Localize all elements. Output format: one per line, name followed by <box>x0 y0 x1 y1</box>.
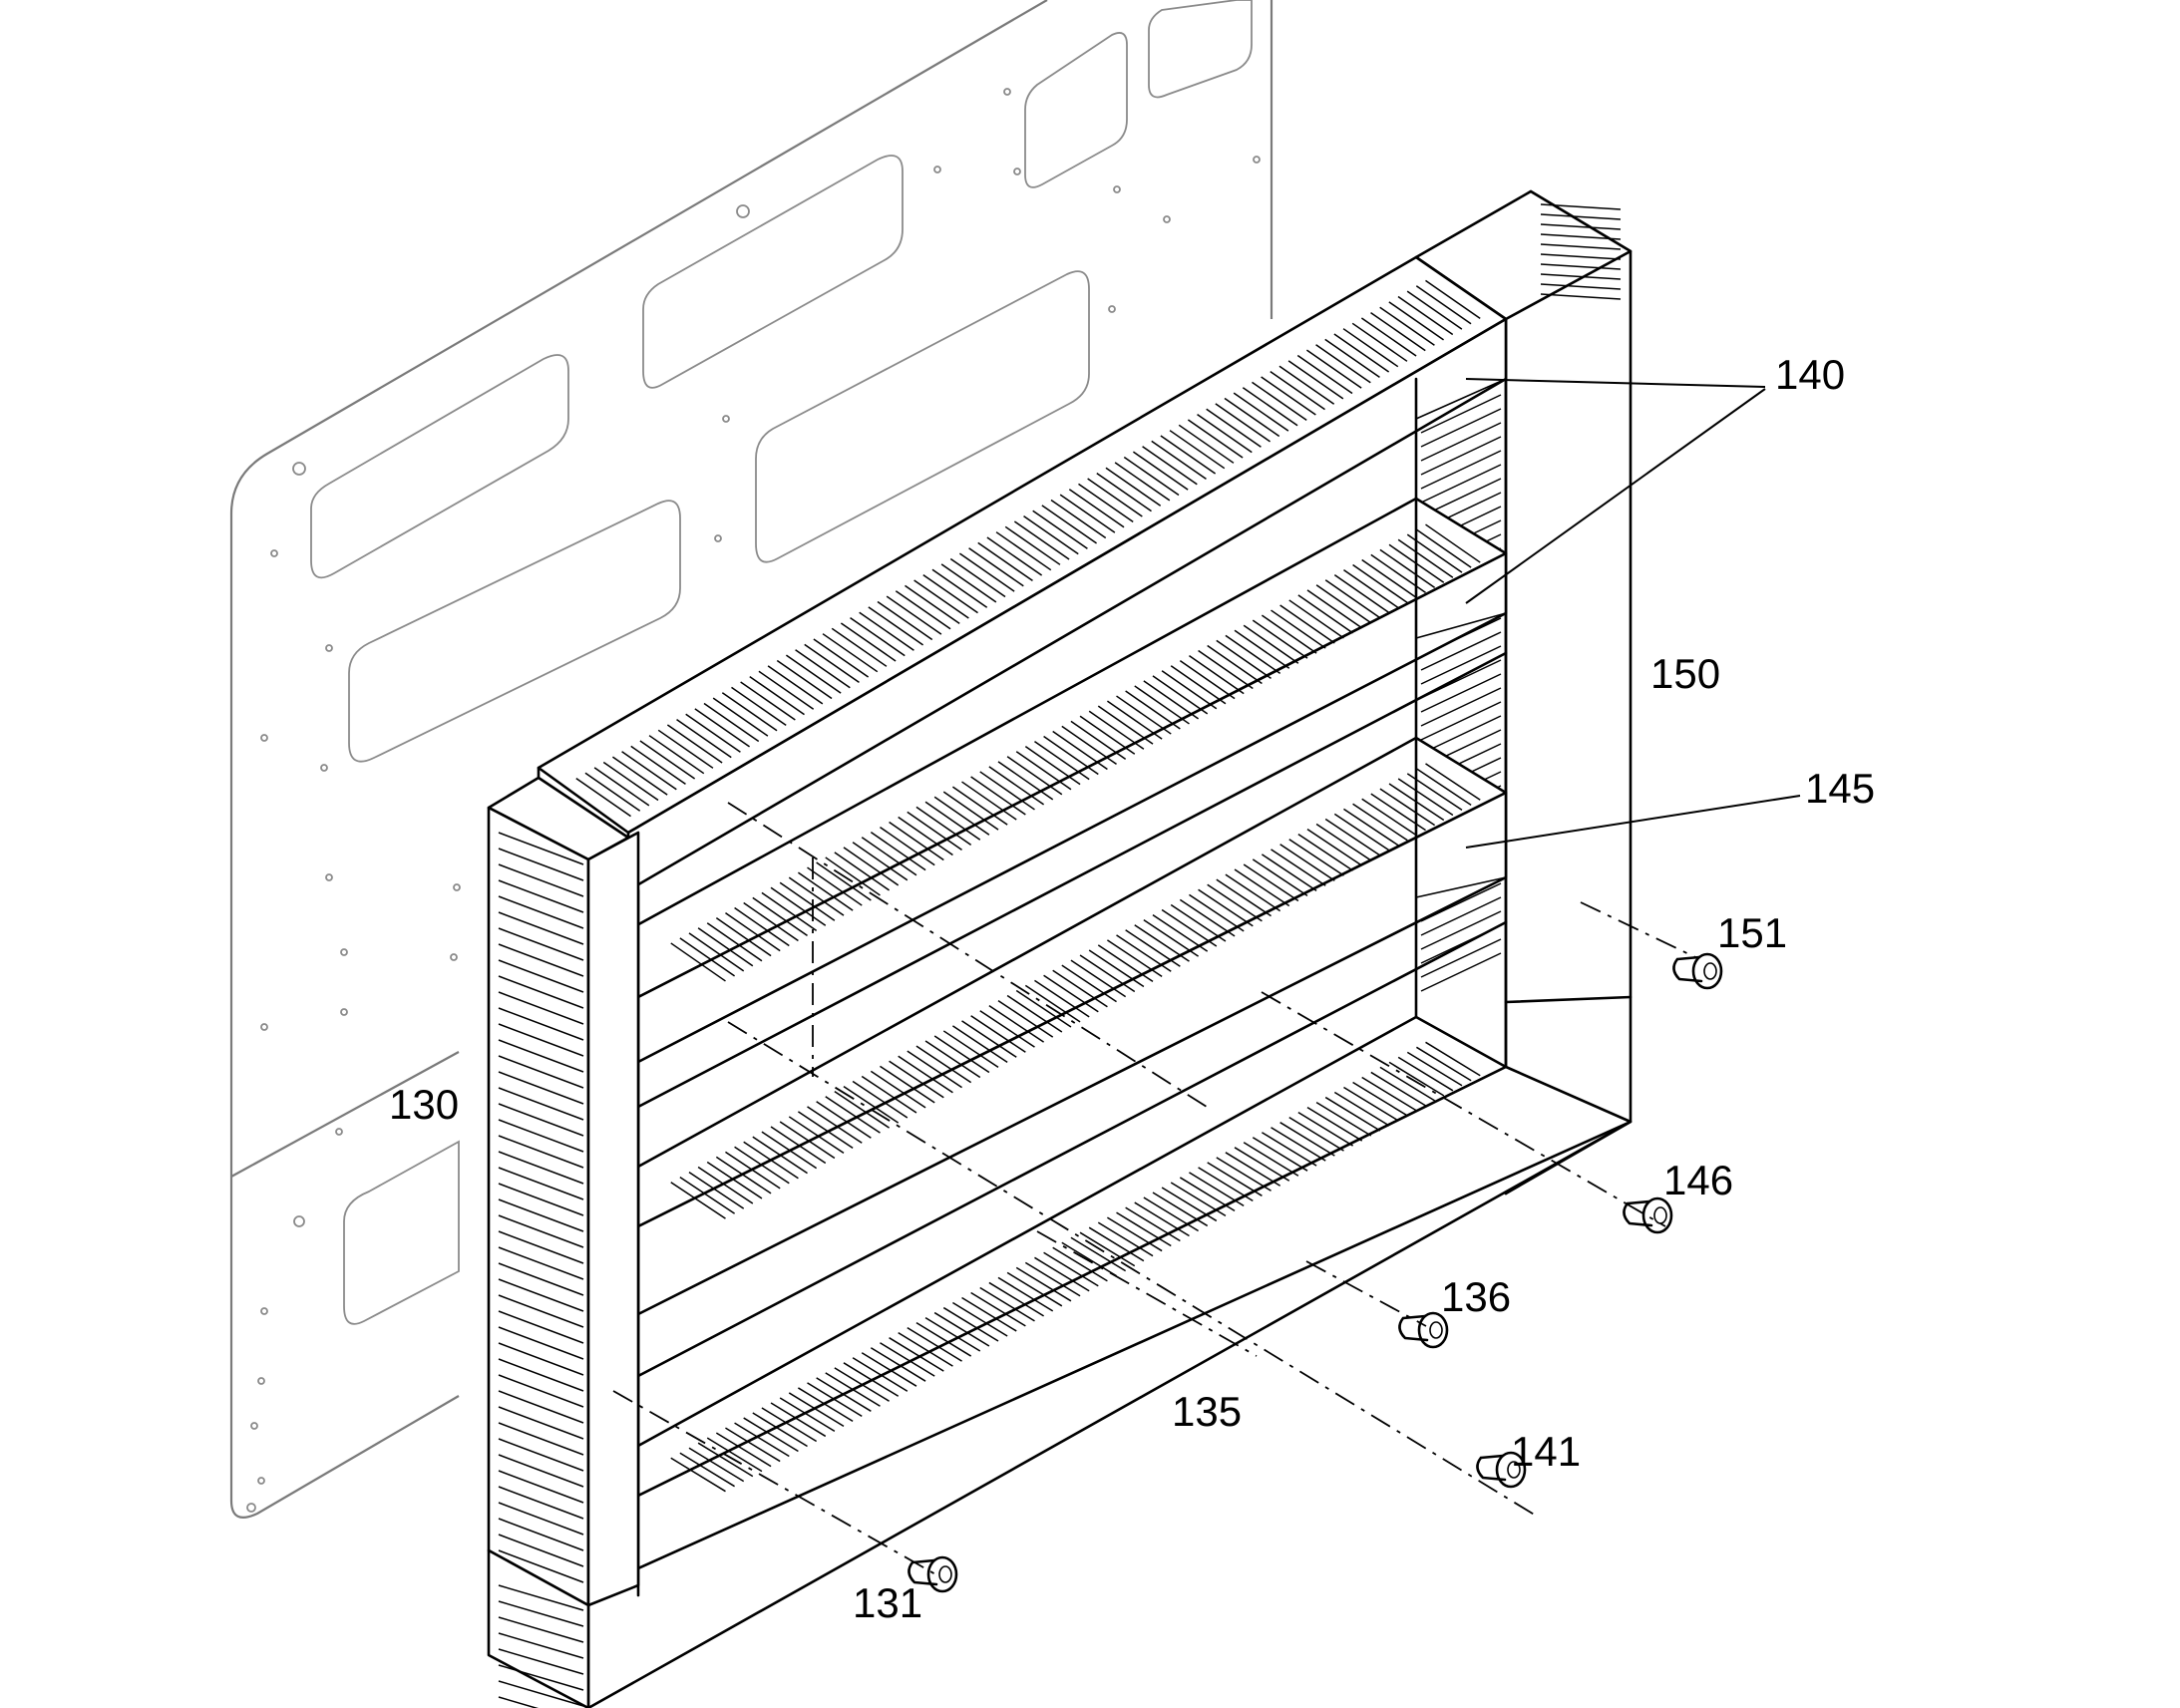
lower-middle-horizontal-duct <box>636 736 1508 1316</box>
bottom-horizontal-duct <box>576 1015 1633 1708</box>
label-145: 145 <box>1805 765 1875 812</box>
screws <box>908 952 1723 1593</box>
label-140: 140 <box>1775 351 1845 398</box>
label-136: 136 <box>1441 1273 1511 1320</box>
label-141: 141 <box>1511 1428 1581 1475</box>
lower-middle-duct-slots <box>670 763 1481 1219</box>
screw <box>1398 1311 1449 1349</box>
label-131: 131 <box>853 1579 922 1626</box>
top-duct-slots <box>575 279 1481 818</box>
leader-lines <box>1465 378 1801 849</box>
label-130: 130 <box>389 1081 459 1128</box>
bottom-duct-slots <box>670 1041 1481 1493</box>
upper-middle-duct-slots <box>670 523 1481 982</box>
label-146: 146 <box>1663 1157 1733 1203</box>
left-vertical-duct <box>487 776 640 1708</box>
reference-numerals: 140 150 145 151 130 146 136 135 141 131 <box>389 351 1875 1626</box>
label-151: 151 <box>1717 909 1787 956</box>
left-duct-slots <box>498 832 584 1708</box>
top-horizontal-duct <box>537 255 1508 892</box>
assembly-centerlines <box>612 802 1696 1576</box>
label-150: 150 <box>1650 650 1720 697</box>
screw <box>1476 1451 1527 1489</box>
back-panel-plate <box>229 0 1273 1519</box>
label-135: 135 <box>1172 1388 1242 1435</box>
upper-middle-horizontal-duct <box>631 497 1508 1064</box>
plate-mounting-holes <box>246 88 1261 1513</box>
screw <box>1623 1196 1673 1234</box>
screw <box>908 1555 958 1593</box>
screw <box>1672 952 1723 990</box>
